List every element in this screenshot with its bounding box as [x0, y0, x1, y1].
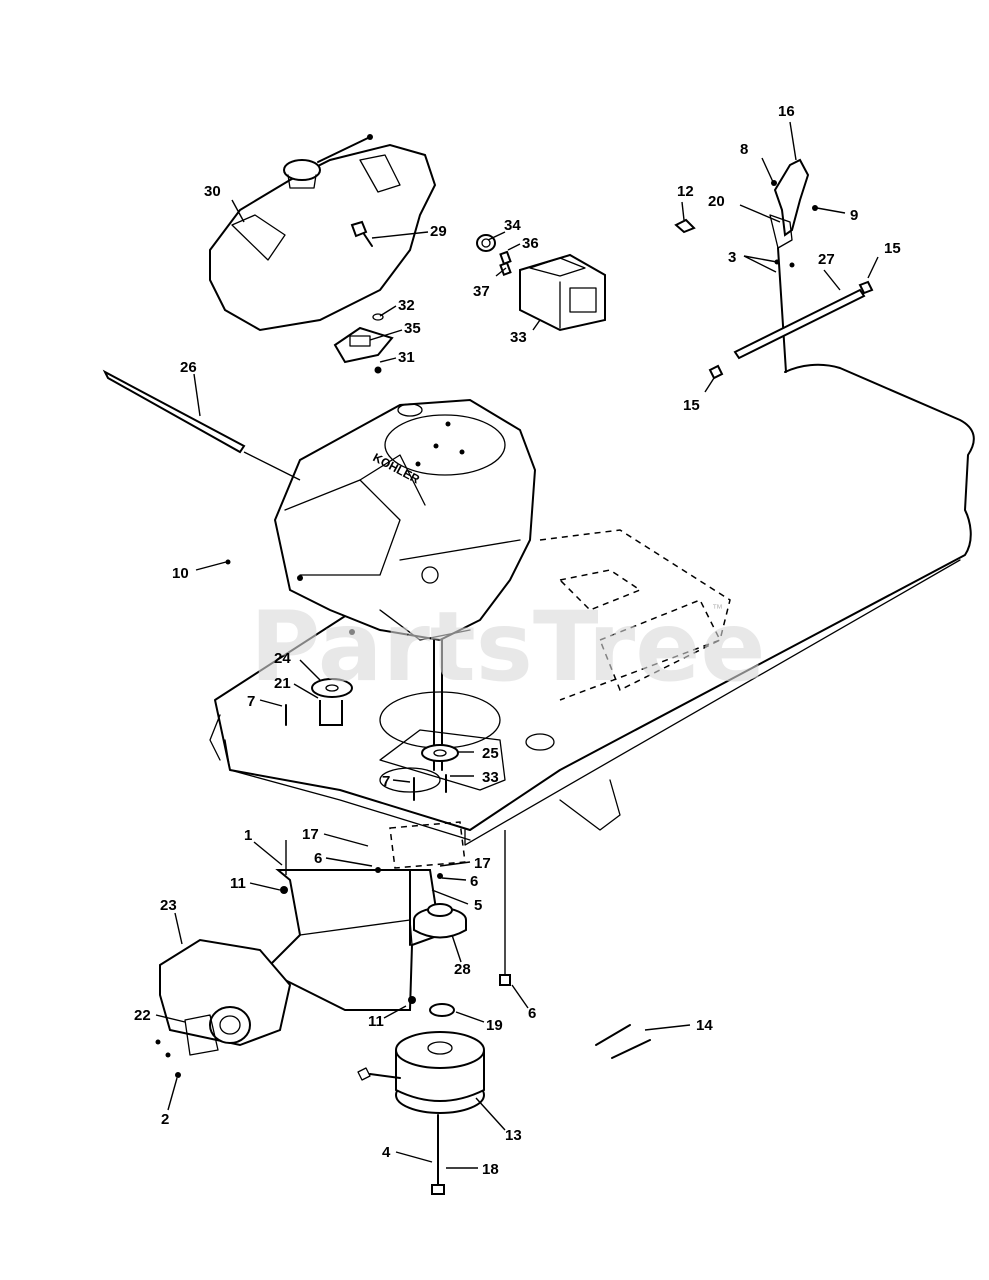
- callout-11a: 11: [230, 875, 246, 892]
- leader-lines: [155, 121, 879, 1169]
- regulator-assembly: [476, 234, 606, 332]
- callout-37: 37: [473, 283, 490, 300]
- callout-23: 23: [160, 897, 177, 914]
- callout-1: 1: [244, 827, 252, 844]
- chassis-frame: [209, 363, 975, 846]
- throttle-control: [769, 158, 818, 373]
- callout-27: 27: [818, 251, 835, 268]
- callout-4: 4: [382, 1144, 391, 1161]
- callout-2: 2: [161, 1111, 169, 1128]
- callout-15a: 15: [884, 240, 901, 257]
- callout-35: 35: [404, 320, 421, 337]
- watermark: PartsTree: [250, 591, 765, 703]
- callout-24: 24: [274, 650, 291, 667]
- callout-33a: 33: [510, 329, 527, 346]
- pto-clutch: [357, 1031, 485, 1195]
- callout-29: 29: [430, 223, 447, 240]
- callout-30: 30: [204, 183, 221, 200]
- watermark-tm: ™: [712, 603, 723, 615]
- callout-17b: 17: [474, 855, 491, 872]
- muffler: [155, 938, 292, 1078]
- fuel-tank: [209, 134, 437, 332]
- callout-36: 36: [522, 235, 539, 252]
- callout-3: 3: [728, 249, 736, 266]
- callout-5: 5: [474, 897, 482, 914]
- callout-9: 9: [850, 207, 858, 224]
- callout-28: 28: [454, 961, 471, 978]
- callout-7b: 7: [382, 773, 390, 790]
- callout-labels: 1 2 3 4 5 6 6 6 7 7 8 9 10 11 11 12 13 1…: [134, 103, 901, 1178]
- callout-19: 19: [486, 1017, 503, 1034]
- callout-34: 34: [504, 217, 521, 234]
- callout-15b: 15: [683, 397, 700, 414]
- belt-guide: [595, 1024, 651, 1059]
- pto-bracket: [263, 830, 511, 1011]
- callout-17a: 17: [302, 826, 319, 843]
- callout-25: 25: [482, 745, 499, 762]
- plug: [674, 218, 696, 234]
- callout-31: 31: [398, 349, 415, 366]
- callout-18: 18: [482, 1161, 499, 1178]
- throttle-rod: [708, 280, 874, 380]
- tank-hardware: [333, 220, 394, 374]
- callout-10: 10: [172, 565, 189, 582]
- callout-12: 12: [677, 183, 694, 200]
- callout-22: 22: [134, 1007, 151, 1024]
- callout-33b: 33: [482, 769, 499, 786]
- callout-14: 14: [696, 1017, 713, 1034]
- callout-20: 20: [708, 193, 725, 210]
- engine-spacers: [285, 678, 459, 801]
- washer: [429, 1003, 455, 1017]
- dipstick-tube: [102, 369, 301, 481]
- callout-26: 26: [180, 359, 197, 376]
- callout-13: 13: [505, 1127, 522, 1144]
- callout-11b: 11: [368, 1013, 384, 1030]
- callout-8: 8: [740, 141, 748, 158]
- callout-6c: 6: [528, 1005, 536, 1022]
- callout-16: 16: [778, 103, 795, 120]
- engine-pulley: [413, 903, 467, 939]
- callout-21: 21: [274, 675, 291, 692]
- callout-7a: 7: [247, 693, 255, 710]
- callout-6b: 6: [470, 873, 478, 890]
- cover-plate: [389, 821, 466, 869]
- callout-32: 32: [398, 297, 415, 314]
- kohler-engine: KOHLER: [273, 398, 537, 771]
- callout-6a: 6: [314, 850, 322, 867]
